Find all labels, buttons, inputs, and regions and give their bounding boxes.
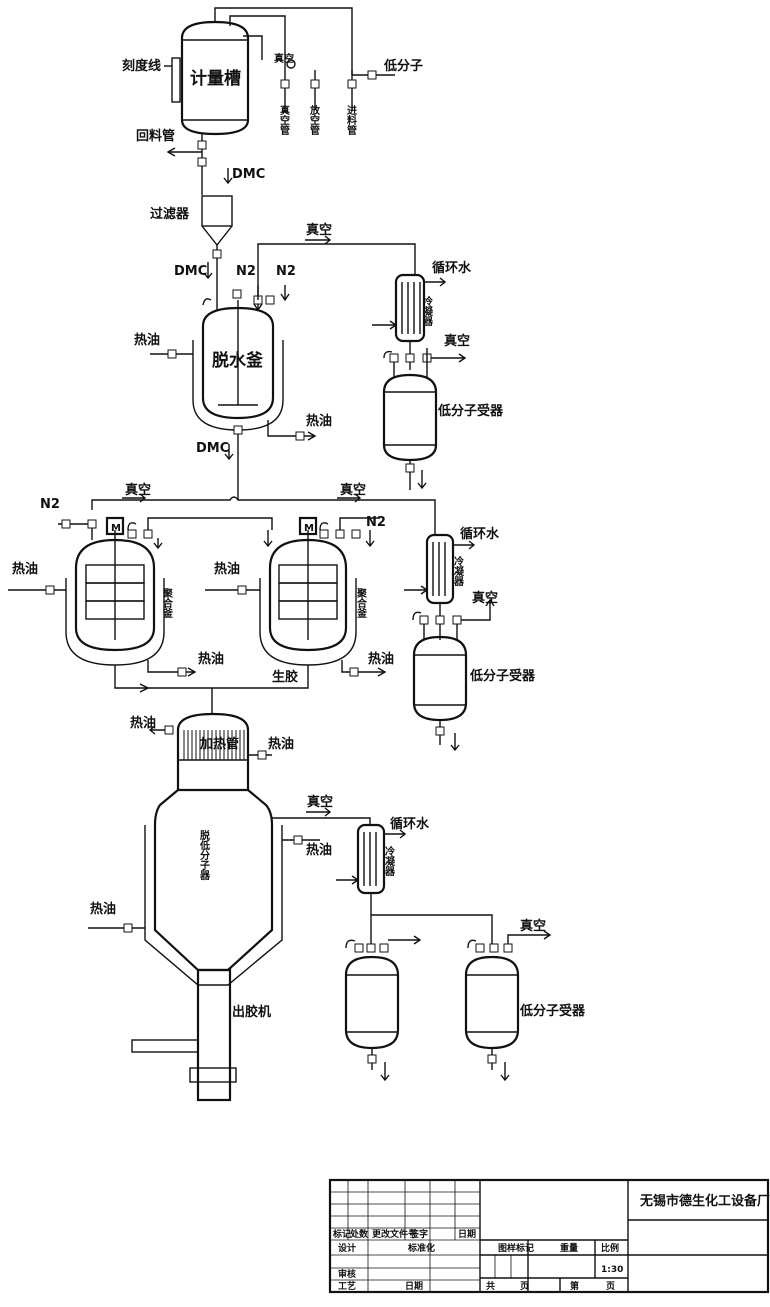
vacuum-label-3: 真空 (125, 482, 151, 498)
hot-oil-label-2: 热油 (306, 413, 332, 429)
vacuum-label-7: 真空 (520, 918, 546, 934)
tb-total: 共 (486, 1280, 495, 1292)
hot-oil-label-10: 热油 (306, 842, 332, 858)
polymer-label-2: 聚合釜 (355, 588, 368, 618)
vent-pipe-label: 放空管 (308, 104, 321, 136)
receiver-label-2: 低分子受器 (469, 668, 536, 684)
hot-oil-label-4: 热油 (198, 651, 224, 667)
motor-label-2: M (304, 523, 314, 534)
feed-pipe-label: 进料管 (345, 104, 357, 136)
n2-label-2: N2 (276, 264, 296, 279)
hot-oil-label-8: 热油 (268, 736, 294, 752)
condenser-label-3: 冷凝器 (383, 845, 396, 877)
n2-label-4: N2 (366, 515, 386, 530)
tb-count: 处数 (349, 1228, 369, 1240)
hot-oil-label-6: 热油 (368, 651, 394, 667)
polymer-label-1: 聚合釜 (161, 588, 174, 618)
tb-mark: 标记 (332, 1228, 351, 1240)
return-pipe-label: 回料管 (136, 128, 175, 144)
heat-tube-label: 加热管 (199, 736, 239, 752)
scale-line-label: 刻度线 (122, 58, 161, 74)
tb-change-doc: 更改文件号 (372, 1228, 417, 1240)
dmc-label-2: DMC (174, 264, 207, 279)
tb-date: 日期 (458, 1228, 476, 1240)
dehydration-label: 脱水釜 (212, 350, 264, 371)
dehydration-kettle: 脱水釜 (192, 289, 284, 431)
vacuum-label-5: 真空 (472, 590, 498, 606)
receiver-2 (412, 635, 468, 752)
tb-no: 第 (570, 1280, 579, 1292)
tb-stage-mark: 图样标记 (498, 1242, 534, 1254)
polymer-kettle-2: M (259, 516, 357, 666)
motor-label-1: M (111, 523, 121, 534)
tb-standard: 标准化 (407, 1242, 435, 1254)
company-name: 无锡市德生化工设备厂 (639, 1193, 770, 1209)
low-mol-label: 低分子 (383, 58, 423, 74)
receiver-1 (382, 373, 438, 490)
hot-oil-label-1: 热油 (134, 332, 160, 348)
condenser-1 (394, 273, 426, 370)
tb-scale: 比例 (601, 1242, 619, 1254)
n2-label-3: N2 (40, 497, 60, 512)
receiver-3 (344, 955, 400, 1082)
vacuum-label-6: 真空 (307, 794, 333, 810)
cooling-water-label-3: 循环水 (390, 816, 430, 832)
hot-oil-label-5: 热油 (214, 561, 240, 577)
tb-review: 审核 (338, 1268, 356, 1280)
tb-scale-value: 1:30 (601, 1265, 623, 1275)
hot-oil-label-3: 热油 (12, 561, 38, 577)
filter-label: 过滤器 (150, 206, 190, 222)
polymer-kettle-1: M (65, 516, 165, 666)
hot-oil-label-9: 热油 (90, 901, 116, 917)
receiver-label-3: 低分子受器 (519, 1003, 586, 1019)
title-block: 无锡市德生化工设备厂 标记 处数 更改文件号 签字 日期 设计 标准化 图样标记… (328, 1178, 770, 1294)
hot-oil-label-7: 热油 (130, 715, 156, 731)
vac-pipe-label: 真空管 (278, 104, 290, 136)
condenser-label-1: 冷凝器 (421, 295, 434, 327)
devolatilizer (131, 712, 283, 1102)
condenser-label-2: 冷凝器 (452, 555, 465, 587)
tb-page2: 页 (606, 1281, 615, 1292)
metering-tank: 计量槽 (171, 20, 250, 136)
tb-weight: 重量 (560, 1242, 578, 1254)
extruder-label: 出胶机 (232, 1004, 271, 1020)
vac-small-label: 真空 (274, 52, 294, 65)
vacuum-label-4: 真空 (340, 482, 366, 498)
condenser-2 (425, 533, 455, 640)
receiver-label-1: 低分子受器 (437, 403, 504, 419)
dmc-label-3: DMC (196, 441, 229, 456)
n2-label-1: N2 (236, 264, 256, 279)
raw-rubber-label: 生胶 (272, 669, 298, 685)
dmc-label-1: DMC (232, 167, 265, 182)
tb-sign: 签字 (409, 1228, 428, 1240)
cooling-water-label-2: 循环水 (460, 526, 500, 542)
vacuum-label-1: 真空 (306, 222, 332, 238)
devol-label: 脱低分子器 (198, 829, 211, 881)
condenser-3 (356, 823, 386, 945)
tb-date2: 日期 (405, 1280, 423, 1292)
vacuum-label-2: 真空 (444, 333, 470, 349)
cooling-water-label-1: 循环水 (432, 260, 472, 276)
meter-tank-label: 计量槽 (190, 68, 241, 89)
tb-design: 设计 (338, 1242, 356, 1254)
tb-process: 工艺 (338, 1280, 356, 1292)
tb-page: 页 (520, 1281, 529, 1292)
receiver-4 (464, 955, 520, 1082)
